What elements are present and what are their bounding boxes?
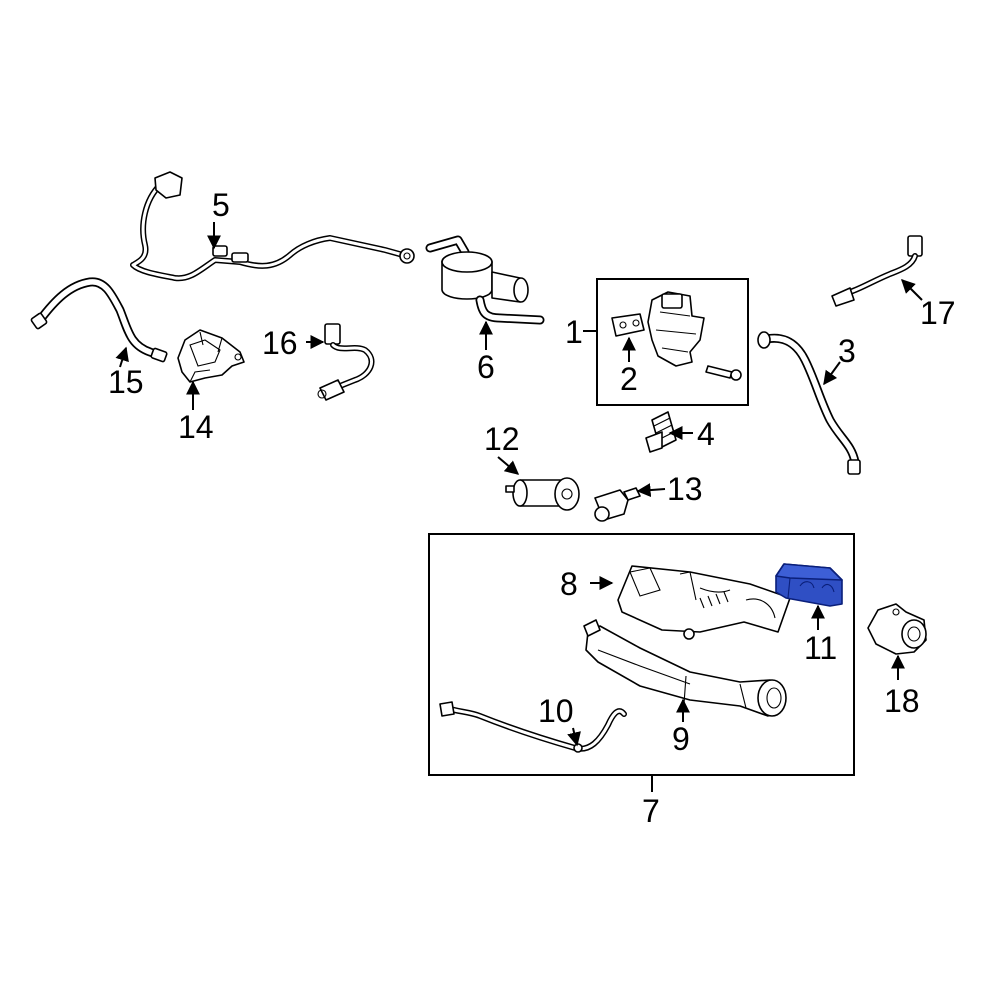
part-13-valve[interactable] [594, 487, 641, 522]
part-8-canister-bracket[interactable] [617, 565, 791, 640]
callout-11: 11 [804, 630, 837, 666]
leader-17 [901, 279, 923, 301]
callout-15: 15 [108, 364, 144, 400]
part-16-oxygen-sensor[interactable] [317, 323, 375, 401]
leader-13 [636, 483, 666, 498]
assembly-1-frame [596, 278, 749, 406]
part-11-filter-highlighted[interactable] [775, 563, 843, 607]
part-2-gasket[interactable] [611, 313, 645, 337]
callout-1: 1 [565, 314, 583, 350]
part-12-filter[interactable] [505, 477, 580, 511]
callout-4: 4 [697, 416, 715, 452]
callout-17: 17 [920, 295, 956, 331]
part-10-vent-hose[interactable] [439, 701, 627, 753]
assembly-7-frame [428, 533, 855, 776]
callout-2: 2 [620, 361, 638, 397]
callout-7: 7 [642, 793, 660, 829]
part-14-bracket[interactable] [177, 329, 245, 383]
callout-18: 18 [884, 683, 920, 719]
part-1-purge-valve[interactable] [647, 291, 742, 381]
part-9-evap-canister[interactable] [583, 619, 787, 717]
part-3-vapor-tube[interactable] [757, 331, 861, 475]
part-6-vent-solenoid[interactable] [425, 235, 545, 325]
leader-12 [497, 456, 520, 475]
part-17-sensor[interactable] [831, 235, 923, 307]
callout-9: 9 [672, 721, 690, 757]
leader-15 [115, 346, 129, 368]
callout-3: 3 [838, 333, 856, 369]
callout-10: 10 [538, 693, 574, 729]
callout-12: 12 [484, 421, 520, 457]
callout-6: 6 [477, 349, 495, 385]
part-15-vapor-hose[interactable] [30, 277, 168, 363]
part-5-wiring-harness[interactable] [130, 171, 415, 282]
leader-10 [567, 727, 581, 747]
leader-3 [823, 361, 841, 386]
callout-13: 13 [667, 471, 703, 507]
callout-16: 16 [262, 325, 298, 361]
callout-14: 14 [178, 409, 214, 445]
callout-8: 8 [560, 566, 578, 602]
callout-5: 5 [212, 187, 230, 223]
part-18-valve-housing[interactable] [867, 603, 927, 655]
